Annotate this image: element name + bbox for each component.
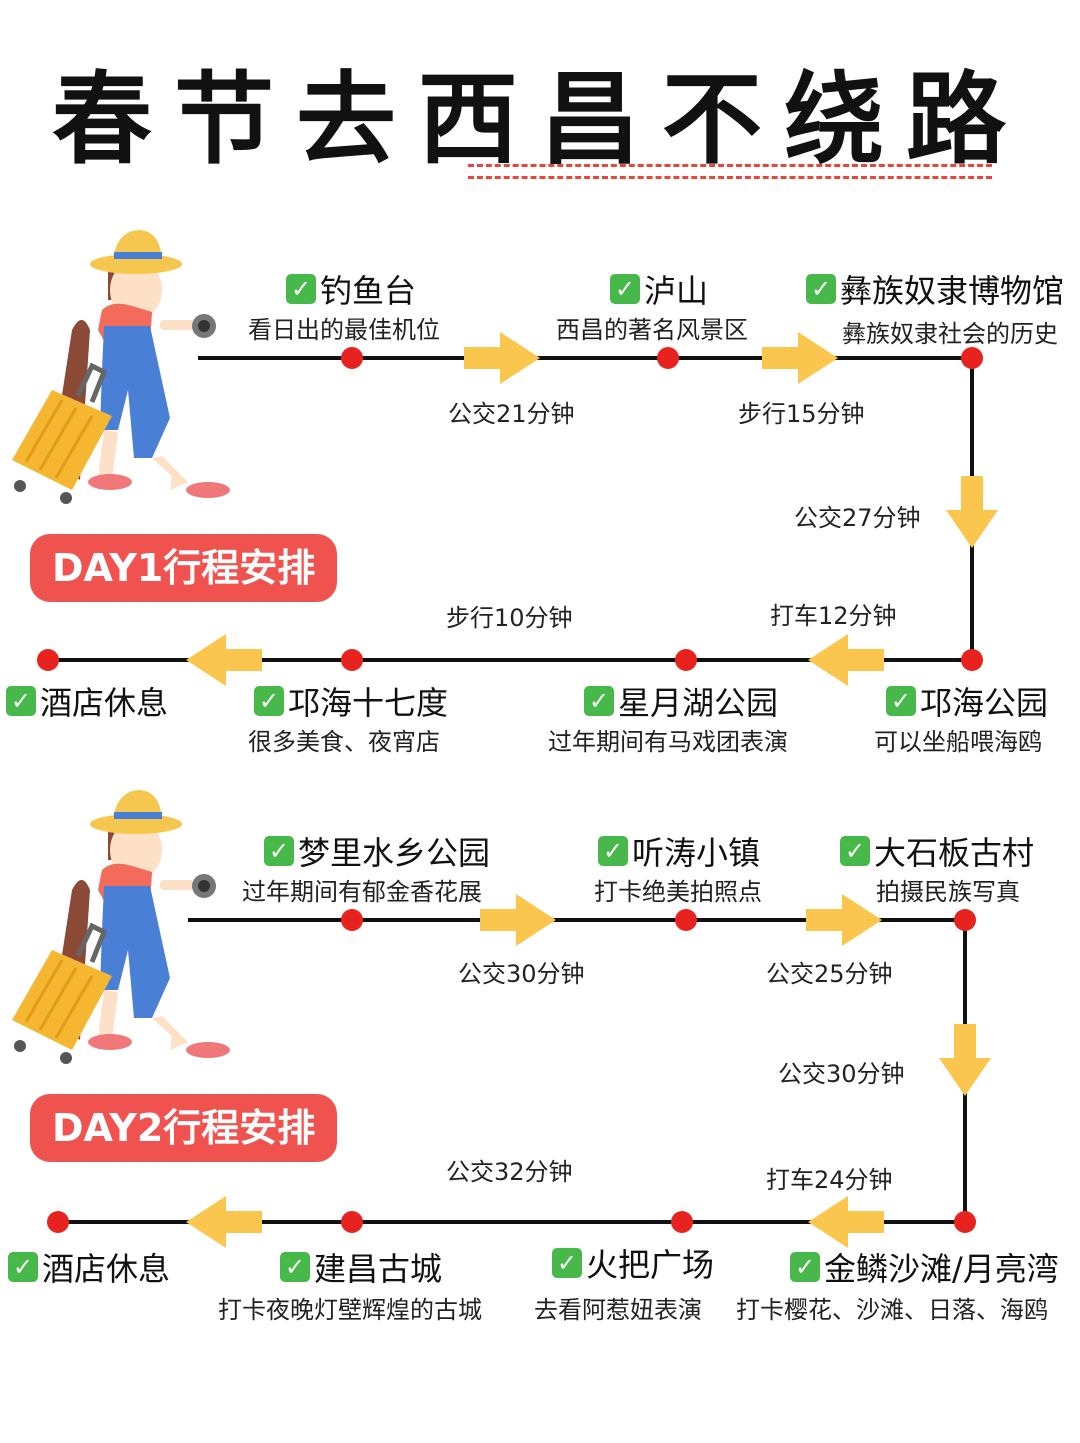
transit-label: 公交25分钟 [766,960,893,988]
stop-desc: 可以坐船喂海鸥 [874,728,1042,756]
check-icon: ✓ [254,686,284,716]
check-icon: ✓ [584,686,614,716]
stop-desc: 打卡夜晚灯壁辉煌的古城 [218,1296,482,1324]
transit-label: 公交32分钟 [446,1158,573,1186]
route-stop-dot [341,909,363,931]
check-icon: ✓ [806,274,836,304]
route-stop-dot [341,649,363,671]
arrow-left-icon [186,1196,262,1248]
check-icon: ✓ [598,836,628,866]
check-icon: ✓ [286,274,316,304]
arrow-right-icon [806,894,882,946]
check-icon: ✓ [552,1248,582,1278]
day1-badge: DAY1行程安排 [30,534,338,602]
transit-label: 步行15分钟 [738,400,865,428]
stop-qionghai-park: ✓邛海公园 [886,678,1048,724]
route-stop-dot [671,1211,693,1233]
check-icon: ✓ [840,836,870,866]
stop-yi-slavery-museum: ✓彝族奴隶博物馆 [806,266,1064,312]
day2-badge: DAY2行程安排 [30,1094,338,1162]
route-stop-dot [657,347,679,369]
stop-desc: 打卡绝美拍照点 [594,878,762,906]
check-icon: ✓ [610,274,640,304]
route-stop-dot [675,649,697,671]
stop-desc: 过年期间有郁金香花展 [242,878,482,906]
arrow-left-icon [808,1196,884,1248]
arrow-right-icon [464,332,540,384]
stop-hotel: ✓酒店休息 [6,678,168,724]
route-stop-dot [961,649,983,671]
transit-label: 公交30分钟 [458,960,585,988]
transit-label: 步行10分钟 [446,604,573,632]
title-underline [468,164,992,167]
traveler-illustration [12,790,230,1064]
stop-menglishuixiang-park: ✓梦里水乡公园 [264,828,490,874]
arrow-right-icon [762,332,838,384]
stop-dashiban-village: ✓大石板古村 [840,828,1034,874]
stop-desc: 看日出的最佳机位 [248,316,440,344]
transit-label: 公交27分钟 [794,504,921,532]
transit-label: 公交21分钟 [448,400,575,428]
title-underline [468,176,992,179]
stop-jinlin-beach: ✓金鳞沙滩/月亮湾 [790,1244,1059,1290]
stop-qionghai-17: ✓邛海十七度 [254,678,448,724]
stop-desc: 西昌的著名风景区 [556,316,748,344]
route-stop-dot [47,1211,69,1233]
route-stop-dot [961,347,983,369]
stop-xingyuehu-park: ✓星月湖公园 [584,678,778,724]
page-title: 春节去西昌不绕路 [52,61,1028,178]
arrow-down-icon [946,476,998,548]
stop-desc: 过年期间有马戏团表演 [548,728,788,756]
arrow-right-icon [480,894,556,946]
transit-label: 打车24分钟 [766,1166,893,1194]
route-stop-dot [675,909,697,931]
route-stop-dot [341,347,363,369]
route-stop-dot [954,1211,976,1233]
stop-lushan: ✓泸山 [610,266,708,312]
route-stop-dot [341,1211,363,1233]
stop-hotel: ✓酒店休息 [8,1244,170,1290]
stop-desc: 打卡樱花、沙滩、日落、海鸥 [736,1296,1048,1324]
check-icon: ✓ [264,836,294,866]
check-icon: ✓ [6,686,36,716]
stop-desc: 拍摄民族写真 [876,878,1020,906]
transit-label: 打车12分钟 [770,602,897,630]
check-icon: ✓ [8,1252,38,1282]
arrow-left-icon [808,634,884,686]
transit-label: 公交30分钟 [778,1060,905,1088]
traveler-illustration [12,230,230,504]
check-icon: ✓ [280,1252,310,1282]
arrow-left-icon [186,634,262,686]
arrow-down-icon [939,1024,991,1096]
stop-desc: 去看阿惹妞表演 [534,1296,702,1324]
route-stop-dot [954,909,976,931]
stop-desc: 彝族奴隶社会的历史 [842,320,1058,348]
route-stop-dot [37,649,59,671]
stop-desc: 很多美食、夜宵店 [248,728,440,756]
stop-tingtao-town: ✓听涛小镇 [598,828,760,874]
check-icon: ✓ [886,686,916,716]
stop-jianchang-old-town: ✓建昌古城 [280,1244,442,1290]
check-icon: ✓ [790,1252,820,1282]
stop-diaoyutai: ✓钓鱼台 [286,266,416,312]
stop-torch-square: ✓火把广场 [552,1240,714,1286]
